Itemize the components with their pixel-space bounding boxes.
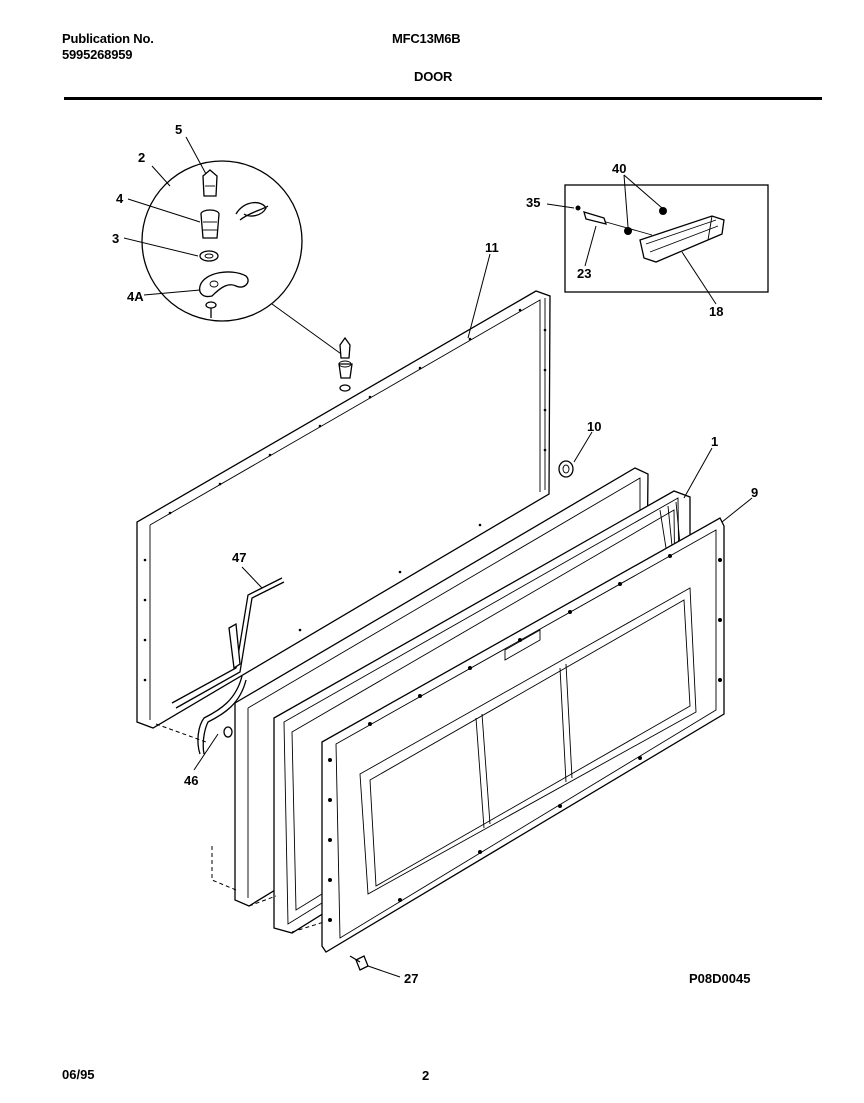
callout-3: 3 [112, 231, 119, 246]
callout-4a: 4A [127, 289, 144, 304]
publication-label: Publication No. [62, 31, 154, 46]
hinge-detail-circle [141, 160, 345, 357]
drawing-code: P08D0045 [689, 971, 750, 986]
alignment-lines [155, 723, 325, 933]
callout-47: 47 [232, 550, 246, 565]
callout-leaders [123, 136, 753, 978]
screw-part-27 [349, 955, 369, 971]
callout-11: 11 [485, 240, 499, 255]
hinge-bushing-part-4 [200, 209, 220, 239]
callout-5: 5 [175, 122, 182, 137]
inner-panel-screw-holes [328, 554, 722, 922]
callout-35: 35 [526, 195, 540, 210]
callout-9: 9 [751, 485, 758, 500]
callout-labels: 5 2 4 3 4A 11 40 35 23 18 10 1 9 47 46 2… [112, 122, 758, 986]
hinge-cap-part-5 [202, 169, 218, 197]
washer-part-3 [199, 250, 219, 262]
callout-23: 23 [577, 266, 591, 281]
publication-number: 5995268959 [62, 47, 133, 62]
handle-detail-box [564, 184, 769, 293]
callout-2: 2 [138, 150, 145, 165]
hinge-pin-part-10 [558, 460, 574, 478]
door-panel-screw-holes [143, 308, 547, 682]
callout-27: 27 [404, 971, 418, 986]
header-rule [64, 97, 822, 100]
callout-46: 46 [184, 773, 198, 788]
wire-part-46 [197, 675, 247, 755]
footer-date: 06/95 [62, 1067, 95, 1082]
door-panel-part-11 [136, 290, 551, 729]
handle-screw-part-35 [575, 205, 581, 211]
hinge-screw-part [205, 301, 217, 318]
wire-part-47 [171, 577, 285, 709]
door-handle-part-18 [639, 215, 725, 263]
callout-1: 1 [711, 434, 718, 449]
model-number: MFC13M6B [392, 31, 461, 46]
callout-4: 4 [116, 191, 124, 206]
section-title: DOOR [414, 69, 453, 84]
handle-plug-part-40 [624, 207, 667, 235]
spring-clip-part [235, 202, 269, 221]
hinge-bracket-part-4a [198, 271, 249, 298]
inner-door-panel-part-9 [321, 517, 725, 953]
footer-page-number: 2 [422, 1068, 430, 1083]
callout-18: 18 [709, 304, 723, 319]
callout-10: 10 [587, 419, 601, 434]
callout-40: 40 [612, 161, 626, 176]
